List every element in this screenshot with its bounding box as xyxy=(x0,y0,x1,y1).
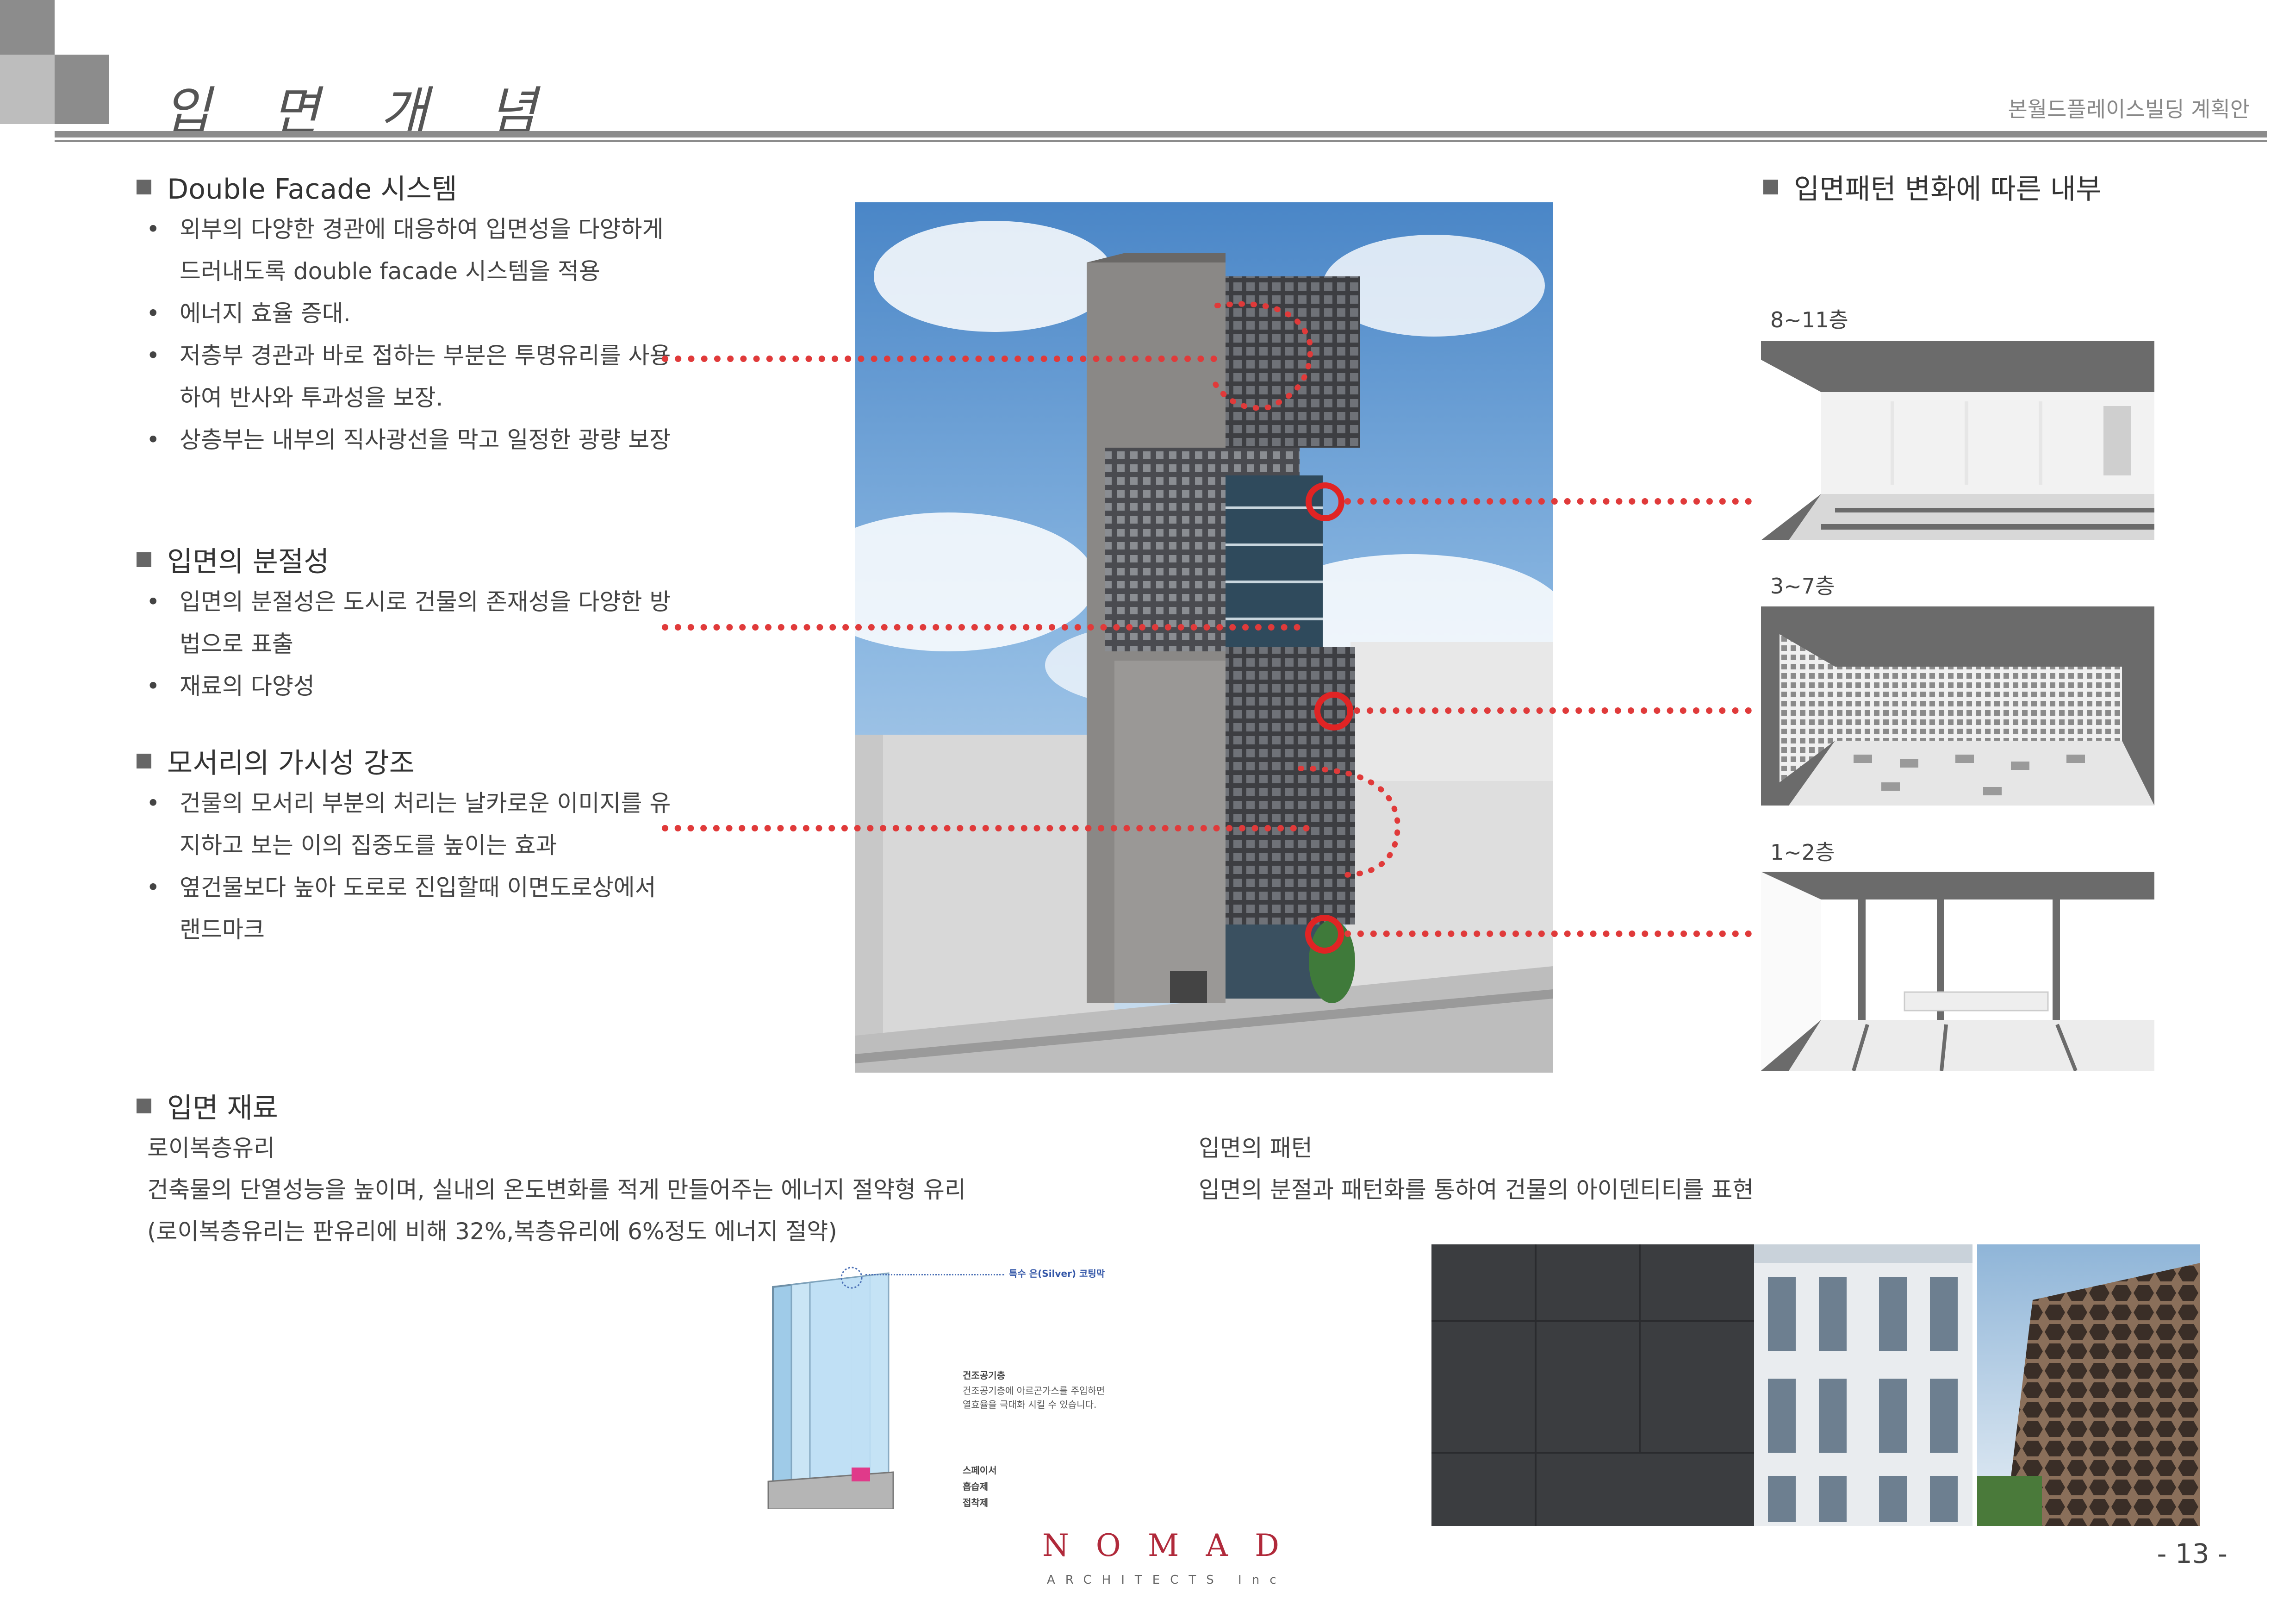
header-rule xyxy=(55,131,2267,137)
bullet-item: 건물의 모서리 부분의 처리는 날카로운 이미지를 유지하고 보는 이의 집중도… xyxy=(139,782,676,867)
glass-diagram-svg xyxy=(767,1267,894,1510)
material-line: (로이복층유리는 판유리에 비해 32%,복층유리에 6%정도 에너지 절약) xyxy=(147,1218,837,1245)
material-line: 입면의 패턴 xyxy=(1199,1135,1313,1162)
floor-label-upper: 8~11층 xyxy=(1770,307,1848,332)
section-title-interior: 입면패턴 변화에 따른 내부 xyxy=(1763,167,2101,207)
window-facade-svg xyxy=(1754,1244,1972,1526)
stone-panel-svg xyxy=(1431,1244,1754,1526)
section-title-text: 입면의 분절성 xyxy=(167,546,330,578)
materials-left-text: 로이복층유리 건축물의 단열성능을 높이며, 실내의 온도변화를 적게 만들어주… xyxy=(147,1127,966,1252)
segmentation-bullets: 입면의 분절성은 도시로 건물의 존재성을 다양한 방법으로 표출 재료의 다양… xyxy=(139,581,676,707)
middle-floor-marker xyxy=(1314,692,1353,731)
materials-right-text: 입면의 패턴 입면의 분절과 패턴화를 통하여 건물의 아이덴티티를 표현 xyxy=(1199,1127,1754,1211)
material-line: 건축물의 단열성능을 높이며, 실내의 온도변화를 적게 만들어주는 에너지 절… xyxy=(147,1176,966,1203)
section-title-double-facade: Double Facade 시스템 xyxy=(137,167,457,207)
window-facade-photo xyxy=(1754,1244,1972,1526)
section-title-corner: 모서리의 가시성 강조 xyxy=(137,741,415,781)
nomad-logo-sub: ARCHITECTS Inc xyxy=(1047,1573,1287,1587)
section-title-materials: 입면 재료 xyxy=(137,1086,278,1126)
spacer-label: 스페이서 xyxy=(963,1465,997,1476)
bullet-item: 입면의 분절성은 도시로 건물의 존재성을 다양한 방법으로 표출 xyxy=(139,581,676,665)
project-name: 본월드플레이스빌딩 계획안 xyxy=(2008,97,2250,122)
connector-lower-floor xyxy=(1344,931,1752,937)
bullet-item: 옆건물보다 높아 도로로 진입할때 이면도로상에서 랜드마크 xyxy=(139,867,676,951)
interior-lower-svg xyxy=(1761,872,2154,1071)
bullet-item: 저층부 경관과 바로 접하는 부분은 투명유리를 사용하여 반사와 투과성을 보… xyxy=(139,335,676,419)
interior-view-middle xyxy=(1761,606,2154,806)
interior-view-upper xyxy=(1761,341,2154,540)
building-rendering-svg xyxy=(855,202,1553,1073)
bullet-item: 에너지 효율 증대. xyxy=(139,293,676,335)
coating-leader xyxy=(865,1274,1004,1275)
connector-segmentation xyxy=(662,624,1300,631)
low-e-glass-diagram xyxy=(759,1250,1000,1510)
square-bullet-icon xyxy=(137,552,151,567)
header-block-dark xyxy=(0,0,55,55)
nomad-logo: NOMAD xyxy=(1042,1528,1307,1563)
connector-corner xyxy=(662,825,1310,831)
double-facade-bullets: 외부의 다양한 경관에 대응하여 입면성을 다양하게 드러내도록 double … xyxy=(139,208,676,461)
square-bullet-icon xyxy=(1763,179,1778,194)
interior-view-lower xyxy=(1761,872,2154,1071)
floor-label-lower: 1~2층 xyxy=(1770,840,1835,865)
bullet-item: 재료의 다양성 xyxy=(139,665,676,707)
building-rendering xyxy=(855,202,1553,1073)
desiccant-label: 흡습제 xyxy=(963,1481,989,1492)
section-title-segmentation: 입면의 분절성 xyxy=(137,539,329,580)
header-block-dark-2 xyxy=(55,55,109,124)
coating-label: 특수 은(Silver) 코팅막 xyxy=(1009,1268,1105,1279)
interior-middle-svg xyxy=(1761,606,2154,806)
honeycomb-facade-svg xyxy=(1977,1244,2200,1526)
section-title-text: 입면패턴 변화에 따른 내부 xyxy=(1794,173,2102,206)
bullet-item: 외부의 다양한 경관에 대응하여 입면성을 다양하게 드러내도록 double … xyxy=(139,208,676,293)
square-bullet-icon xyxy=(137,179,151,194)
page-number: - 13 - xyxy=(2157,1538,2228,1569)
header-rule-thin xyxy=(55,140,2267,142)
air-layer-desc-1: 건조공기층에 아르곤가스를 주입하면 xyxy=(963,1385,1105,1396)
air-layer-label: 건조공기층 xyxy=(963,1370,1005,1381)
square-bullet-icon xyxy=(137,753,151,768)
adhesive-label: 접착제 xyxy=(963,1497,989,1508)
interior-upper-svg xyxy=(1761,341,2154,540)
connector-middle-floor xyxy=(1354,707,1752,714)
bullet-item: 상층부는 내부의 직사광선을 막고 일정한 광량 보장 xyxy=(139,419,676,461)
material-line: 로이복층유리 xyxy=(147,1135,275,1162)
section-title-text: 모서리의 가시성 강조 xyxy=(167,747,415,780)
square-bullet-icon xyxy=(137,1098,151,1113)
section-title-text: Double Facade 시스템 xyxy=(167,173,457,206)
connector-upper-floor xyxy=(1344,498,1752,505)
connector-double-facade xyxy=(662,356,1217,362)
header-block-light xyxy=(0,55,55,124)
upper-floor-marker xyxy=(1306,482,1344,521)
stone-panel-photo xyxy=(1431,1244,1754,1526)
section-title-text: 입면 재료 xyxy=(167,1092,278,1124)
corner-highlight-outline xyxy=(1298,766,1401,878)
lower-floor-marker xyxy=(1305,915,1344,954)
floor-label-middle: 3~7층 xyxy=(1770,574,1835,599)
air-layer-desc-2: 열효율을 극대화 시킬 수 있습니다. xyxy=(963,1399,1097,1410)
honeycomb-facade-photo xyxy=(1977,1244,2200,1526)
corner-bullets: 건물의 모서리 부분의 처리는 날카로운 이미지를 유지하고 보는 이의 집중도… xyxy=(139,782,676,951)
upper-highlight-outline xyxy=(1210,301,1313,411)
material-line: 입면의 분절과 패턴화를 통하여 건물의 아이덴티티를 표현 xyxy=(1199,1176,1754,1203)
